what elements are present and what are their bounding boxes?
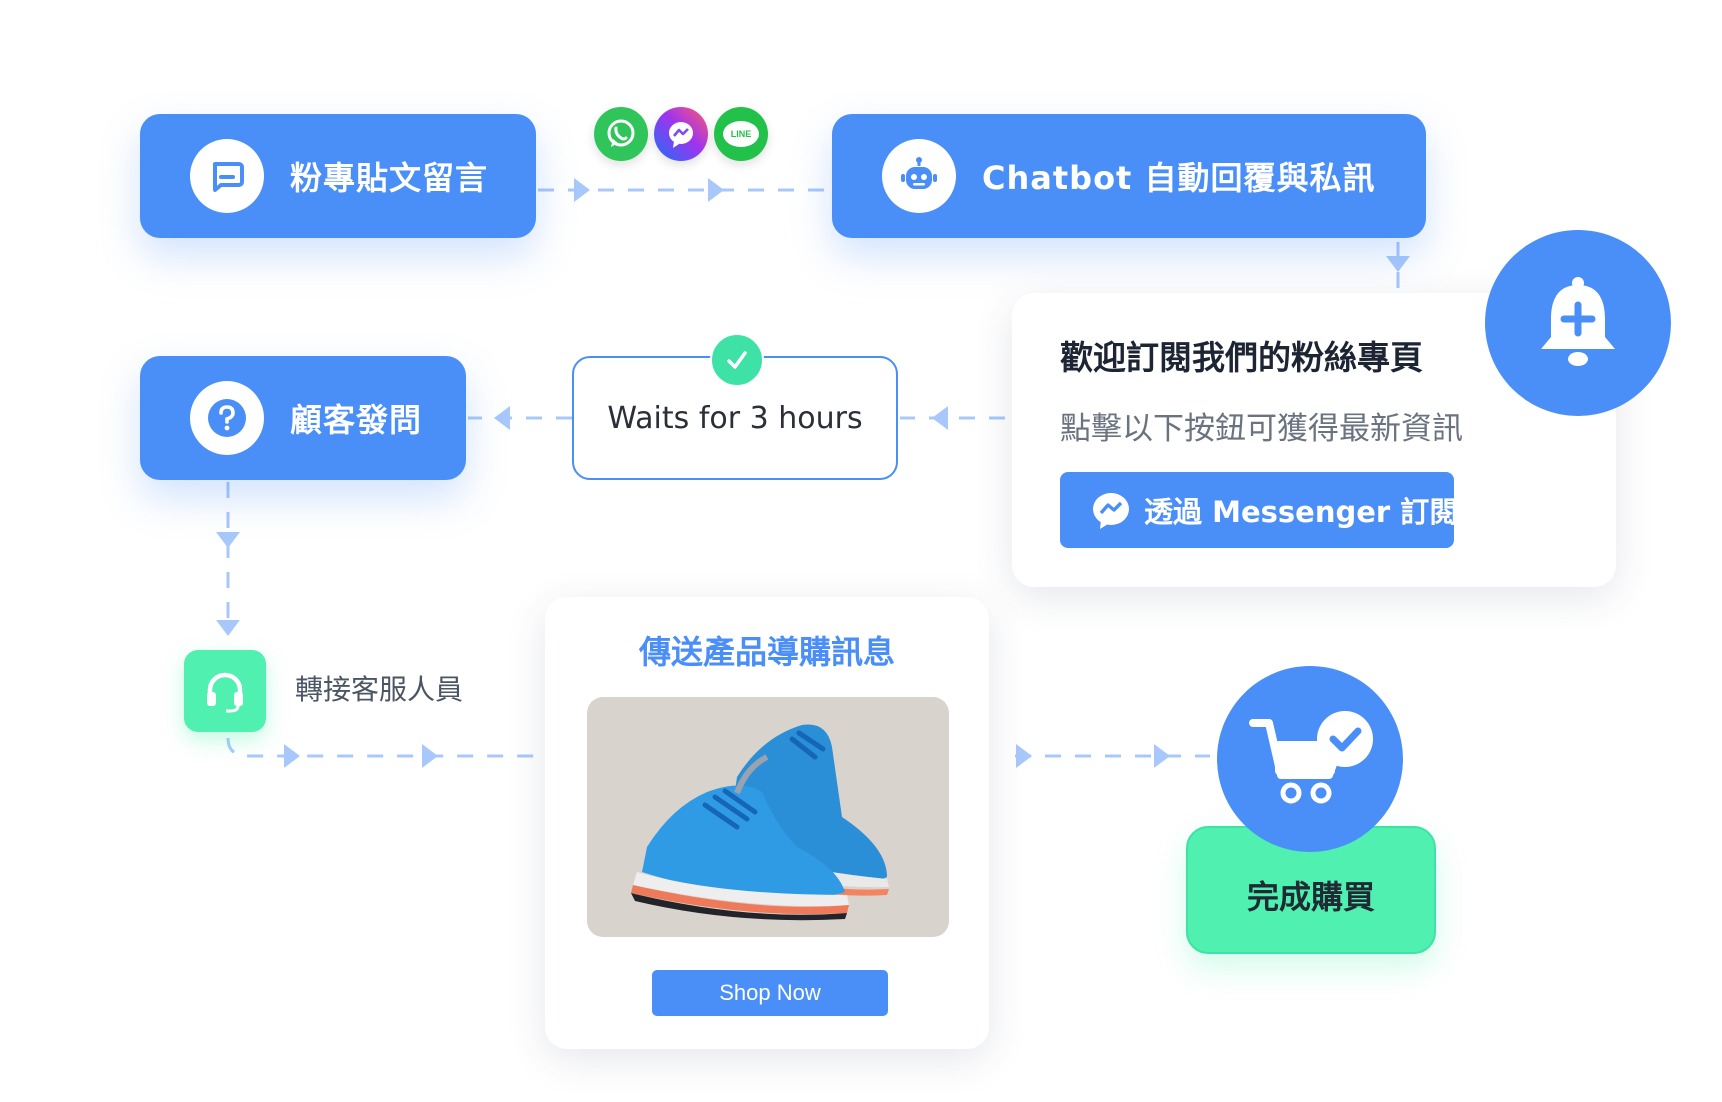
messenger-icon: [654, 107, 708, 161]
headset-icon: [184, 650, 266, 732]
question-icon: [190, 381, 264, 455]
cart-badge: [1217, 666, 1403, 852]
node-customer-question[interactable]: 顧客發問: [140, 356, 466, 480]
product-message-title: 傳送產品導購訊息: [638, 633, 895, 671]
shop-now-label: Shop Now: [719, 980, 821, 1005]
cart-check-icon: [1249, 711, 1373, 804]
product-message-card: 傳送產品導購訊息 Shop Now: [545, 597, 989, 1049]
node-label: Chatbot 自動回覆與私訊: [982, 159, 1376, 197]
node-label: 粉專貼文留言: [290, 159, 489, 197]
subscribe-title: 歡迎訂閱我們的粉絲專頁: [1060, 338, 1423, 377]
node-label: 顧客發問: [290, 401, 423, 439]
robot-icon: [882, 139, 956, 213]
bell-plus-icon: [1541, 277, 1615, 366]
messenger-subscribe-button[interactable]: 透過 Messenger 訂閱: [1060, 472, 1458, 548]
channel-icons: LINE: [594, 107, 770, 161]
line-icon-label: LINE: [730, 129, 752, 139]
whatsapp-icon: [594, 107, 648, 161]
bell-badge: [1485, 230, 1671, 416]
chat-bubble-icon: [190, 139, 264, 213]
messenger-icon: [1090, 489, 1132, 531]
sneakers-icon: [631, 724, 889, 921]
check-icon: [710, 333, 764, 387]
product-image: [587, 697, 949, 937]
transfer-agent-label: 轉接客服人員: [295, 673, 464, 706]
wait-label: Waits for 3 hours: [607, 400, 863, 436]
shop-now-button[interactable]: Shop Now: [652, 970, 888, 1016]
line-icon: LINE: [714, 107, 768, 161]
subscribe-subtitle: 點擊以下按鈕可獲得最新資訊: [1060, 411, 1463, 447]
messenger-subscribe-label: 透過 Messenger 訂閱: [1144, 495, 1459, 529]
node-chatbot-reply[interactable]: Chatbot 自動回覆與私訊: [832, 114, 1426, 238]
node-fanpage-comment[interactable]: 粉專貼文留言: [140, 114, 536, 238]
purchase-complete-label: 完成購買: [1246, 878, 1375, 916]
